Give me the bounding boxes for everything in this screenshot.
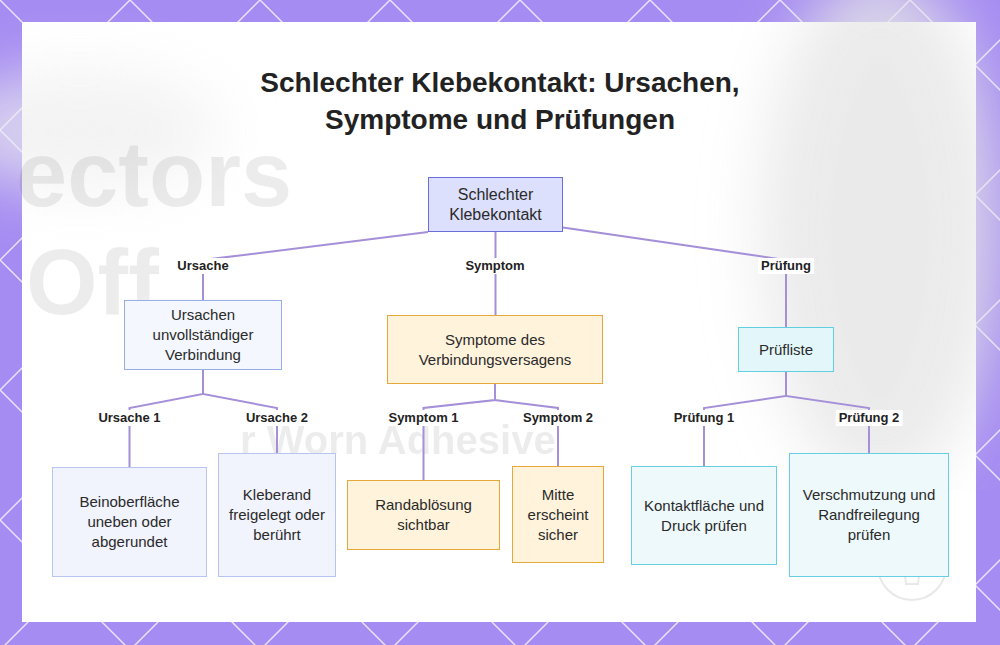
- edge-label: Ursache 2: [243, 410, 311, 426]
- box-text: Kontaktfläche und Druck prüfen: [641, 496, 767, 536]
- connector-line: [424, 384, 496, 480]
- process-box: Prüfliste: [738, 327, 834, 372]
- process-box: Symptome des Verbindungsversagens: [387, 315, 603, 384]
- box-text: Randablösung sichtbar: [357, 495, 490, 535]
- edge-label: Prüfung: [758, 258, 814, 274]
- process-box: Randablösung sichtbar: [347, 480, 500, 550]
- process-box: Verschmutzung und Randfreilegung prüfen: [789, 453, 949, 577]
- box-text: Beinoberfläche uneben oder abgerundet: [62, 492, 197, 552]
- edge-label: Symptom: [462, 258, 527, 274]
- process-box: Kontaktfläche und Druck prüfen: [631, 466, 777, 565]
- connector-line: [563, 228, 786, 327]
- box-text: Symptome des Verbindungsversagens: [397, 330, 593, 370]
- connector-line: [203, 232, 428, 300]
- edge-label: Symptom 2: [520, 410, 596, 426]
- box-text: Kleberand freigelegt oder berührt: [228, 485, 326, 545]
- box-text: Mitte erscheint sicher: [522, 485, 594, 545]
- process-box: Beinoberfläche uneben oder abgerundet: [52, 467, 207, 577]
- diagram-title: Schlechter Klebekontakt: Ursachen, Sympt…: [190, 64, 810, 138]
- process-box: Ursachen unvollständiger Verbindung: [124, 300, 282, 370]
- photo-blur: [760, 0, 1000, 490]
- edge-label: Symptom 1: [385, 410, 461, 426]
- edge-label: Prüfung 1: [671, 410, 738, 426]
- process-box: Schlechter Klebekontakt: [428, 177, 563, 232]
- edge-label: Prüfung 2: [836, 410, 903, 426]
- box-text: Prüfliste: [759, 340, 813, 360]
- box-text: Schlechter Klebekontakt: [438, 185, 553, 225]
- edge-label: Ursache 1: [95, 410, 163, 426]
- box-text: Ursachen unvollständiger Verbindung: [134, 305, 272, 365]
- edge-label: Ursache: [174, 258, 231, 274]
- watermark-text: ectors: [16, 128, 292, 220]
- box-text: Verschmutzung und Randfreilegung prüfen: [799, 485, 939, 545]
- process-box: Mitte erscheint sicher: [512, 466, 604, 563]
- process-box: Kleberand freigelegt oder berührt: [218, 453, 336, 577]
